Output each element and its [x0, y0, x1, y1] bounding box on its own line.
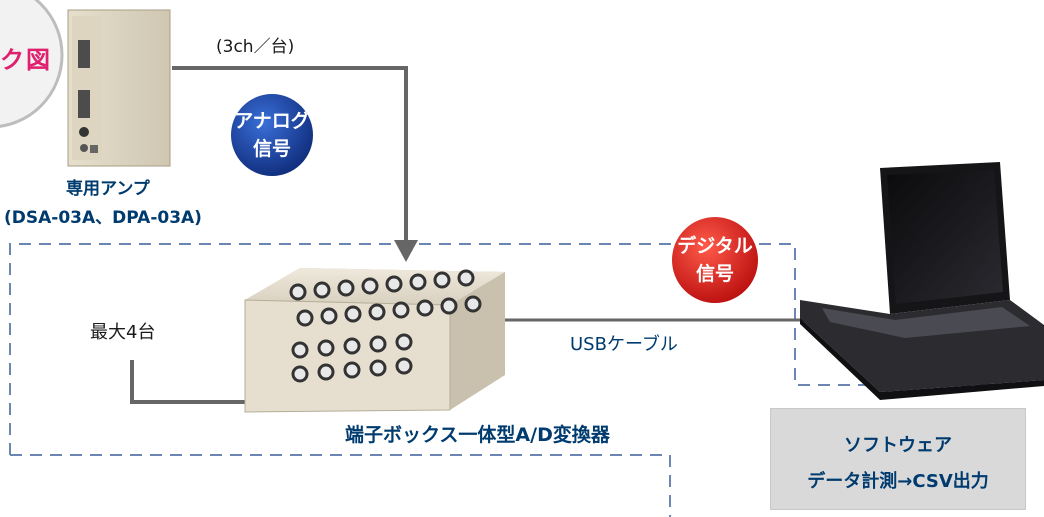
usb-cable-label: USBケーブル: [570, 334, 678, 355]
amp-models-label: (DSA-03A、DPA-03A): [4, 208, 202, 228]
bnc-connector-row-4: [291, 357, 413, 383]
software-description: データ計測→CSV出力: [807, 471, 989, 492]
analog-signal-badge: [229, 92, 315, 178]
max-units-line: [130, 360, 255, 404]
amp-connector-line: [172, 66, 408, 240]
analog-signal-label: アナログ 信号: [222, 107, 322, 163]
system-boundary: [9, 243, 1030, 455]
amp-name-label: 専用アンプ: [66, 179, 150, 199]
analog-signal-line1: アナログ: [234, 110, 310, 132]
digital-signal-badge: [670, 215, 760, 305]
bnc-connector-row-1: [289, 269, 475, 301]
amp-device: [67, 9, 171, 167]
ad-converter-label: 端子ボックス一体型A/D変換器: [345, 424, 610, 446]
digital-signal-label: デジタル 信号: [665, 232, 765, 288]
amp-connector-arrow: [394, 240, 418, 262]
analog-signal-line2: 信号: [252, 138, 291, 160]
header-badge-text: ク図: [0, 46, 52, 74]
bnc-connector-row-3: [291, 333, 413, 359]
channels-label: (3ch／台): [216, 37, 295, 57]
laptop-device: [800, 162, 1044, 400]
max-units-label: 最大4台: [90, 322, 156, 343]
software-title: ソフトウェア: [844, 435, 952, 456]
system-boundary-bottom: [10, 454, 671, 517]
digital-signal-line1: デジタル: [677, 235, 753, 257]
digital-signal-line2: 信号: [695, 263, 734, 285]
software-box: ソフトウェア データ計測→CSV出力: [770, 408, 1026, 510]
header-badge-circle: [0, 0, 64, 128]
bnc-connector-row-2: [296, 295, 482, 327]
